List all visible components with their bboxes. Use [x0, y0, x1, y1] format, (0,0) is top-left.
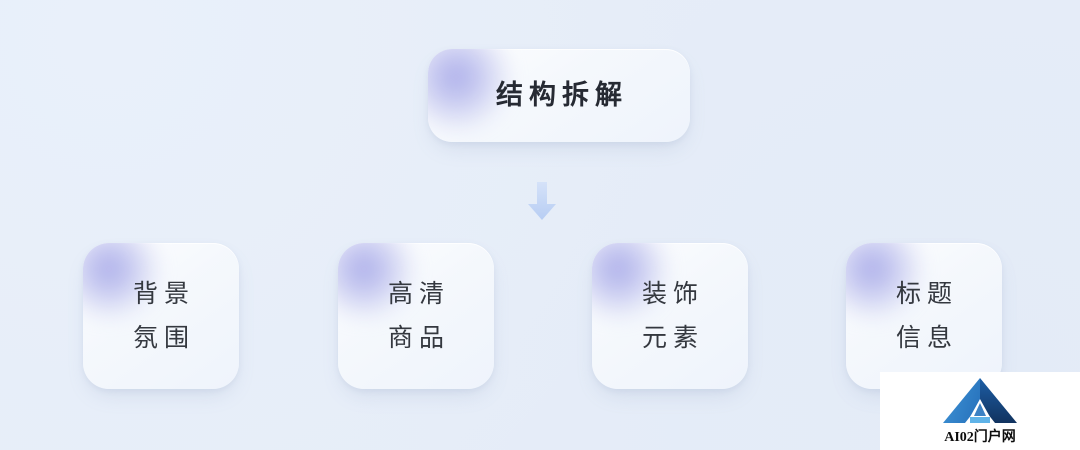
- leaf-node-label: 高清 商品: [382, 272, 450, 361]
- arrow-down-icon: [522, 180, 562, 222]
- leaf-node-card[interactable]: 装饰 元素: [592, 243, 748, 389]
- root-node-card[interactable]: 结构拆解: [428, 49, 690, 142]
- watermark: AI02门户网: [880, 372, 1080, 450]
- leaf-label-line-1: 高清: [387, 279, 450, 308]
- leaf-label-line-1: 背景: [132, 279, 195, 308]
- leaf-node-label: 标题 信息: [890, 272, 958, 361]
- leaf-label-line-2: 商品: [387, 324, 450, 352]
- leaf-node-label: 背景 氛围: [127, 272, 195, 361]
- leaf-node-card[interactable]: 高清 商品: [338, 243, 494, 389]
- leaf-label-line-2: 氛围: [132, 324, 195, 352]
- triangle-a-logo-icon: [937, 377, 1023, 430]
- leaf-label-line-2: 信息: [895, 324, 958, 352]
- leaf-node-card[interactable]: 标题 信息: [846, 243, 1002, 389]
- leaf-node-label: 装饰 元素: [636, 272, 704, 361]
- watermark-text: AI02门户网: [944, 430, 1016, 445]
- leaf-node-card[interactable]: 背景 氛围: [83, 243, 239, 389]
- leaf-label-line-2: 元素: [641, 324, 704, 352]
- leaf-label-line-1: 装饰: [641, 279, 704, 308]
- leaf-label-line-1: 标题: [895, 279, 958, 308]
- root-node-label: 结构拆解: [496, 80, 628, 110]
